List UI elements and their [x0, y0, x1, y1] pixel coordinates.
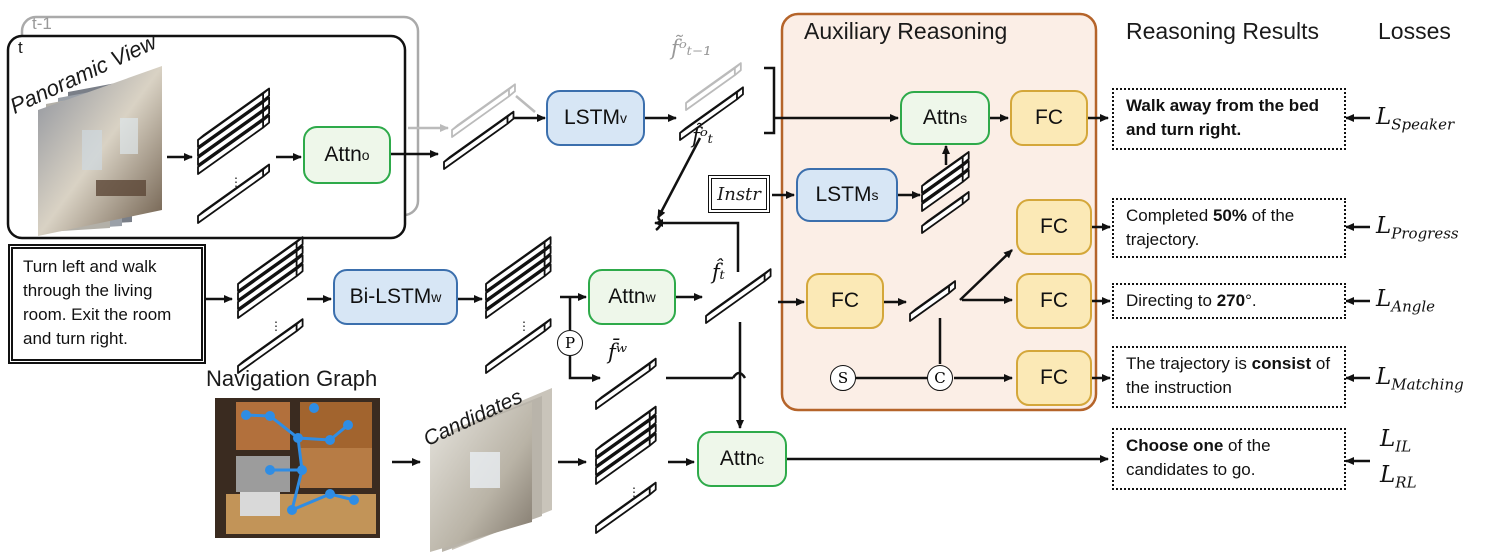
loss-progress: LProgress: [1376, 213, 1459, 243]
navigation-graph-image: [215, 398, 380, 538]
arrow-feature-to-fc-progress: [959, 249, 1013, 301]
ellipsis: ⋮: [518, 319, 530, 333]
lstm-s-feature-bar: [921, 151, 970, 194]
pano-feature-bar: [197, 114, 271, 175]
angle-feature-bar: [909, 280, 956, 322]
candidate-feature-bar: [595, 414, 657, 467]
f-hat-t-label: f̂ₜ: [712, 260, 725, 284]
curr-step-label: t: [18, 38, 23, 57]
prev-visual-feature-bar: [451, 83, 516, 138]
reasoning-results-header: Reasoning Results: [1126, 18, 1320, 44]
loss-speaker: LSpeaker: [1376, 104, 1455, 134]
line-hop: [655, 217, 662, 231]
word-feature-bar: [237, 254, 304, 310]
visual-feature-bar: [443, 110, 515, 170]
pano-feature-bar: [197, 87, 271, 148]
candidate-feature-bar: [595, 423, 657, 476]
f-hat-t-bar: [705, 268, 772, 324]
bi-lstm-feature-bar: [485, 245, 552, 301]
progress-result: Completed 50% of the trajectory.: [1112, 198, 1346, 258]
loss-angle: LAngle: [1376, 286, 1436, 316]
matching-result: The trajectory is consist of the instruc…: [1112, 346, 1346, 408]
arrow-prev-to-lstm-gray: [515, 95, 536, 113]
pano-feature-bar: [197, 105, 271, 166]
f-tilde-prev-bar: [685, 62, 742, 111]
navigation-graph-label: Navigation Graph: [206, 366, 378, 391]
candidate-feature-bar: [595, 405, 657, 458]
panoramic-image: [38, 66, 162, 236]
op-c: C: [927, 365, 953, 391]
fc-speaker-box: FC: [1010, 90, 1088, 146]
word-feature-bar: [237, 236, 304, 292]
loss-il: LIL: [1380, 426, 1412, 456]
f-bar-w-label: f̄ʷ: [608, 340, 628, 364]
bi-lstm-feature-bar: [485, 318, 552, 374]
arrow-pool-to-f-bar: [568, 356, 601, 382]
pool-op-p: P: [557, 330, 583, 356]
bi-lstm-feature-bar: [485, 254, 552, 310]
pano-feature-bar: [197, 96, 271, 157]
lstm-s-feature-bar: [921, 191, 970, 234]
op-s: S: [830, 365, 856, 391]
auxiliary-reasoning-header: Auxiliary Reasoning: [804, 18, 1008, 44]
lstm-s-feature-bar: [921, 169, 970, 212]
arrow-feedback-to-attn-o: [654, 219, 740, 272]
arrow-feature-to-attn-w: [656, 137, 702, 219]
bracket: [764, 66, 776, 135]
losses-header: Losses: [1378, 18, 1451, 44]
word-feature-bar: [237, 263, 304, 319]
fc-angle-box: FC: [1016, 273, 1092, 329]
instr-label: Instr: [708, 175, 770, 213]
ellipsis: ⋮: [270, 319, 282, 333]
angle-result: Directing to 270°.: [1112, 283, 1346, 319]
pano-feature-bar: [197, 163, 271, 224]
word-feature-bar: [237, 245, 304, 301]
lstm-s-feature-bar: [921, 160, 970, 203]
candidate-result: Choose one of the candidates to go.: [1112, 428, 1346, 490]
f-tilde-t-label: f̃ᵒₜ: [692, 124, 714, 148]
bi-lstm-feature-bar: [485, 263, 552, 319]
f-tilde-t-minus-1-label: f̃ᵒₜ₋₁: [671, 36, 712, 60]
candidate-feature-bar: [595, 481, 657, 534]
word-feature-bar: [237, 318, 304, 374]
fc-matching-box: FC: [1016, 350, 1092, 406]
fc-angle-base-box: FC: [806, 273, 884, 329]
loss-rl: LRL: [1380, 462, 1417, 492]
prev-step-label: t-1: [32, 14, 52, 33]
f-tilde-t-bar: [679, 86, 744, 141]
instruction-box: Turn left and walk through the living ro…: [8, 244, 206, 364]
f-bar-w-bar: [595, 357, 657, 410]
fc-progress-box: FC: [1016, 199, 1092, 255]
loss-matching: LMatching: [1376, 364, 1464, 394]
candidate-feature-bar: [595, 432, 657, 485]
speaker-result: Walk away from the bed and turn right.: [1112, 88, 1346, 150]
bi-lstm-feature-bar: [485, 236, 552, 292]
candidates-image: [430, 388, 552, 552]
